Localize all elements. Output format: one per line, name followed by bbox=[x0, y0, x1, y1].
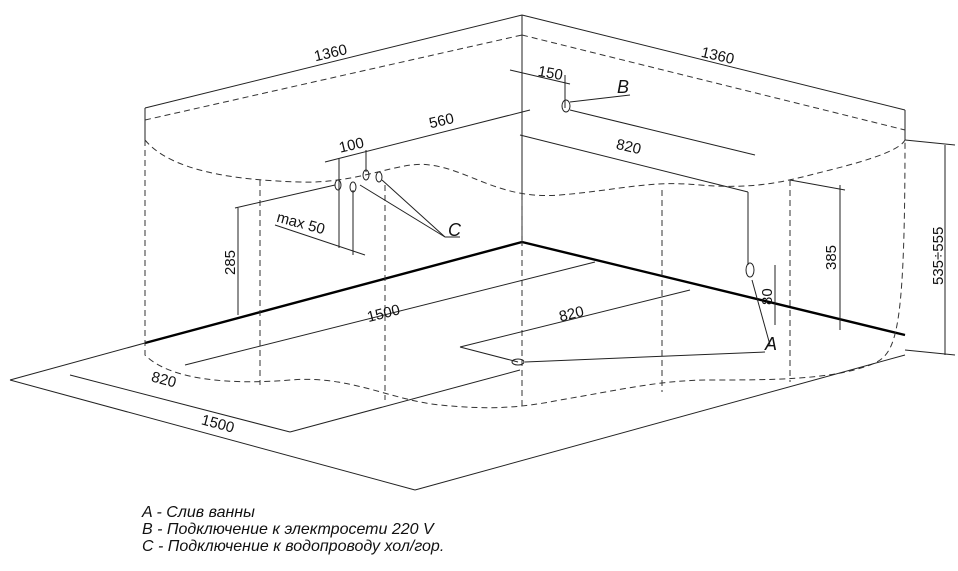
dim-line-1360-right bbox=[521, 14, 906, 111]
bath-front-outline bbox=[144, 139, 906, 409]
dim-100: 100 bbox=[337, 134, 365, 156]
dim-1360-right: 1360 bbox=[699, 44, 735, 68]
dim-385: 385 bbox=[823, 245, 840, 270]
marker-b: B bbox=[617, 77, 629, 97]
dim-line-1360-left bbox=[144, 14, 523, 109]
bath-rim-back-outline bbox=[144, 139, 906, 197]
dim-1500-floor: 1500 bbox=[365, 301, 401, 326]
dim-285: 285 bbox=[222, 250, 239, 275]
legend-item-b: B - Подключение к электросети 220 V bbox=[142, 521, 434, 538]
dim-80: 80 bbox=[759, 288, 776, 305]
dim-820-top: 820 bbox=[614, 136, 642, 158]
a-drain-point-floor bbox=[511, 358, 525, 366]
c-water-point-1 bbox=[334, 179, 342, 191]
c-water-point-4 bbox=[375, 171, 383, 183]
legend: A - Слив ванны B - Подключение к электро… bbox=[142, 504, 444, 555]
a-drain-point-wall bbox=[745, 262, 755, 278]
floor-wall-left-line bbox=[144, 240, 523, 345]
marker-a: A bbox=[764, 334, 777, 354]
dim-560: 560 bbox=[427, 110, 455, 132]
dim-1360-left: 1360 bbox=[312, 41, 348, 65]
floor-wall-right-line bbox=[521, 240, 906, 337]
dim-150: 150 bbox=[537, 63, 565, 84]
legend-item-a: A - Слив ванны bbox=[142, 504, 255, 521]
dim-820-floor: 820 bbox=[557, 303, 585, 326]
legend-item-c: C - Подключение к водопроводу хол/гор. bbox=[142, 538, 445, 555]
dim-820-front: 820 bbox=[149, 369, 178, 392]
dim-535-555: 535÷555 bbox=[930, 227, 947, 285]
marker-c: C bbox=[448, 220, 462, 240]
b-electrical-point bbox=[561, 99, 571, 113]
